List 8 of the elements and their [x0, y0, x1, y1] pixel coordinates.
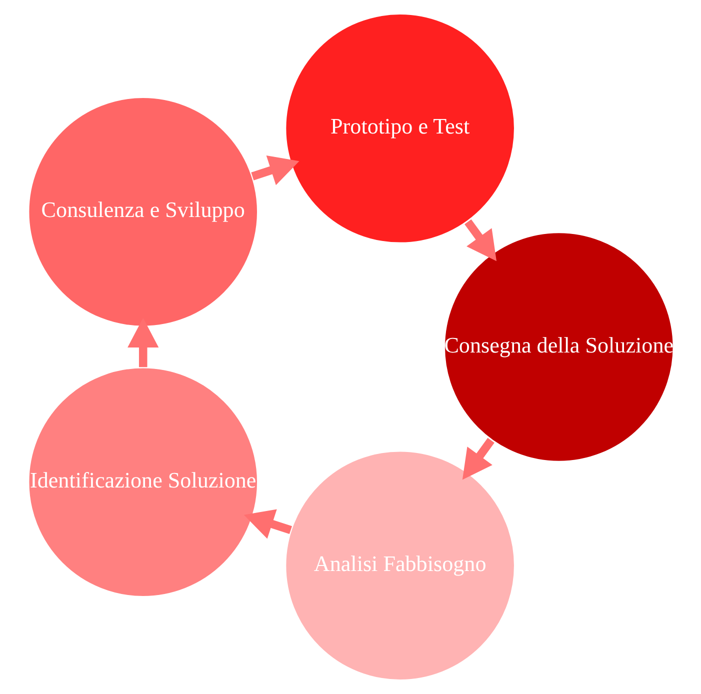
arrow — [243, 509, 292, 539]
arrow — [462, 438, 494, 480]
arrow — [464, 219, 496, 262]
node-circle: Identificazione Soluzione — [27, 366, 258, 598]
node-circle: Analisi Fabbisogno — [284, 450, 515, 681]
arrow — [127, 318, 158, 368]
arrow — [250, 156, 299, 186]
node-circle: Consulenza e Sviluppo — [27, 96, 258, 328]
